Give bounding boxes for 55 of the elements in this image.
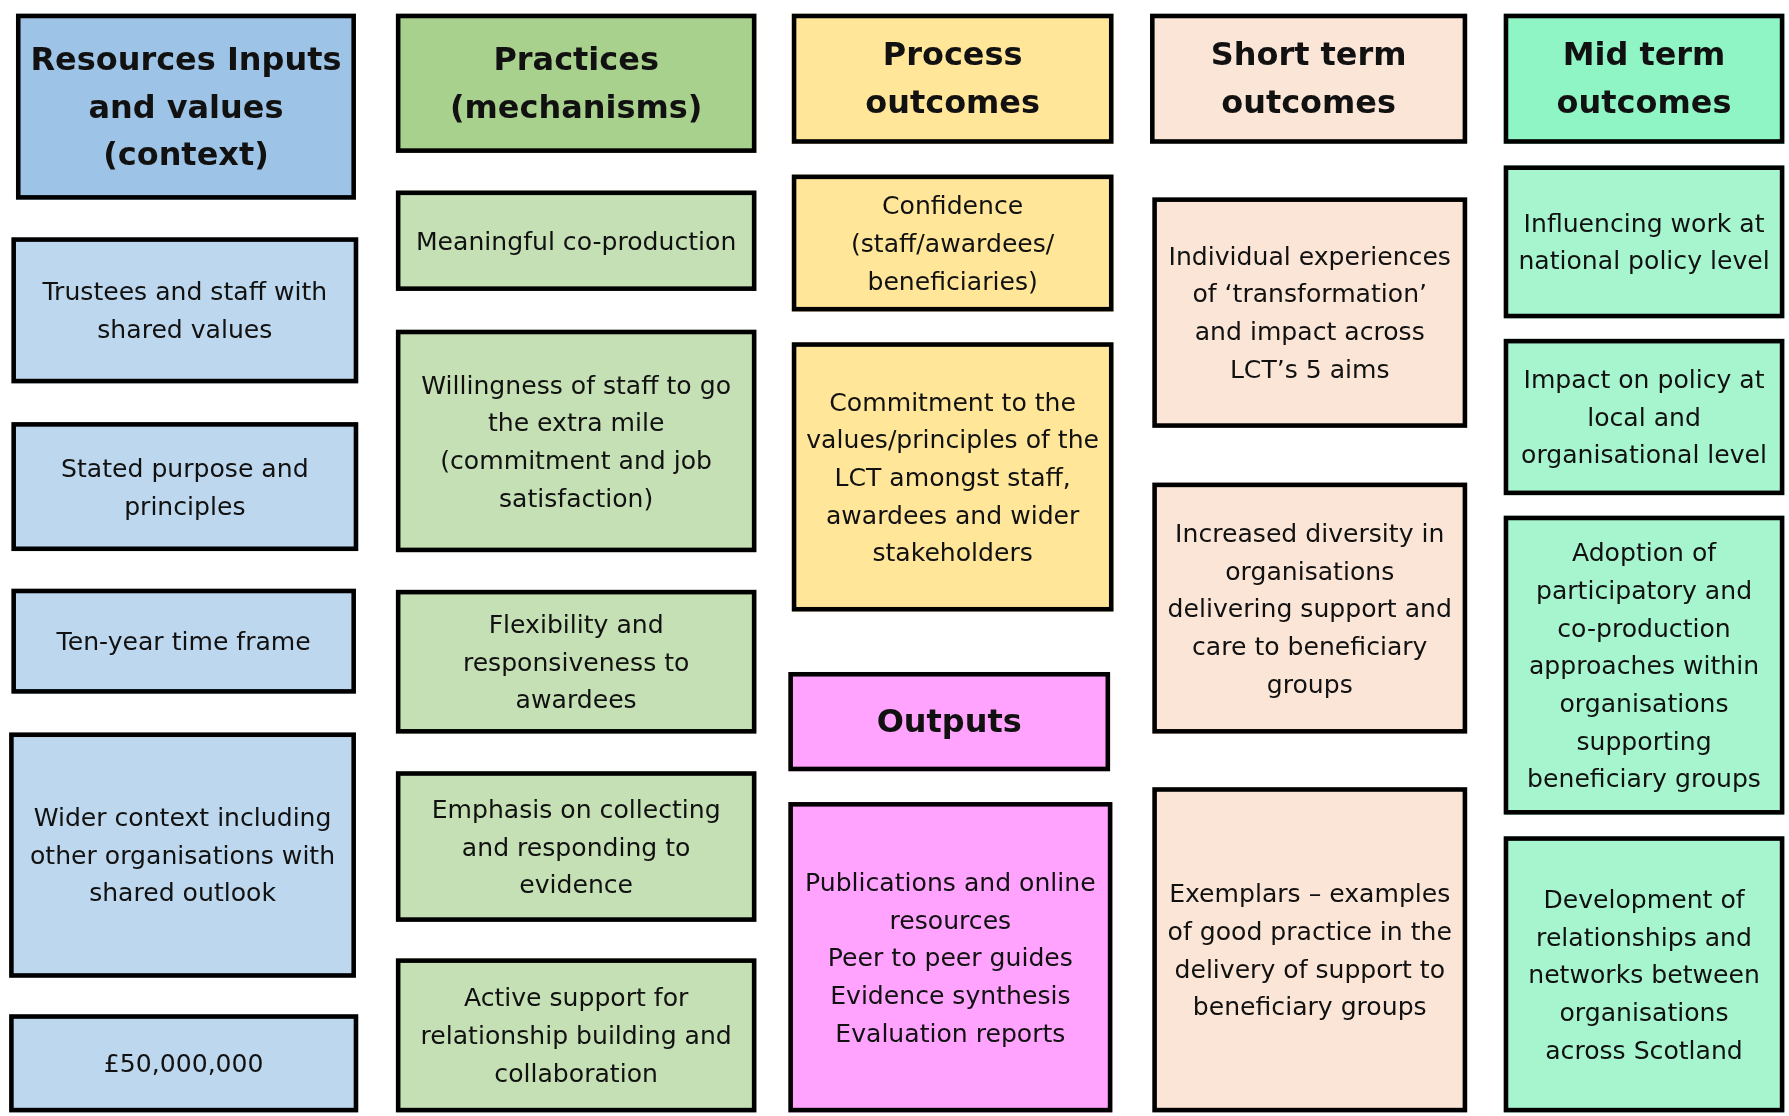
box-text: Peer to peer guides (827, 941, 1073, 974)
box-text: Development of relationships and networks between organisations across Scotland (1527, 883, 1761, 1066)
outcome-box (395, 958, 757, 1113)
outcome-box (1503, 338, 1785, 496)
box-text: Wider context including other organisations with shared outlook (29, 802, 337, 909)
outcome-box (791, 174, 1114, 312)
outcome-box (1503, 836, 1785, 1113)
box-text: Flexibility and responsiveness to awardees (461, 608, 691, 716)
box-text: Exemplars – examples of good practice in the delivery of support to beneficiary groups (1166, 878, 1453, 1023)
box-text: Impact on policy at local and organisational level (1520, 364, 1768, 471)
column-heading: Outputs (876, 701, 1022, 742)
box-text: Adoption of participatory and co-production approaches within organisations supporting beneficiary groups (1526, 536, 1762, 795)
column-heading: Process outcomes (864, 34, 1042, 123)
column-header-box (1503, 13, 1785, 144)
outcome-box (1152, 197, 1468, 428)
box-text: Publications and online resources (804, 866, 1097, 936)
box-text: Emphasis on collecting and responding to evidence (430, 793, 722, 901)
outcome-box (395, 589, 757, 734)
column-header-box (791, 13, 1114, 144)
box-text: £50,000,000 (103, 1048, 264, 1080)
outcome-box (791, 342, 1114, 612)
box-text: Commitment to the values/principles of the LCT amongst staff, awardees and wider stakeholders (805, 386, 1100, 569)
column-heading: Resources Inputs and values (context) (29, 38, 343, 175)
outcome-box (1503, 515, 1785, 815)
box-text: Increased diversity in organisations delivering support and care to beneficiary groups (1166, 517, 1453, 700)
column-heading: Short term outcomes (1209, 34, 1408, 123)
outcome-box (9, 732, 356, 978)
outcome-box (395, 190, 757, 291)
box-text: Meaningful co-production (415, 225, 737, 257)
box-text: Stated purpose and principles (60, 452, 310, 522)
box-text: Willingness of staff to go the extra mile (commitment and job satisfaction) (420, 369, 732, 514)
outcome-box (11, 588, 356, 694)
outcome-box (1152, 787, 1468, 1113)
outcome-box (1152, 482, 1468, 734)
column-heading: Mid term outcomes (1555, 34, 1733, 123)
outcome-box (395, 771, 757, 922)
column-header-box (1150, 13, 1468, 144)
outcome-box (9, 1014, 359, 1113)
box-text: Individual experiences of ‘transformation’ and impact across LCT’s 5 aims (1167, 240, 1452, 386)
box-text: Evidence synthesis (830, 979, 1071, 1012)
outcome-box (11, 422, 359, 552)
column-header-box (788, 672, 1111, 772)
box-text: Ten-year time frame (56, 625, 311, 658)
box-text: Influencing work at national policy level (1517, 207, 1771, 277)
column-header-box (15, 13, 356, 200)
box-text: Trustees and staff with shared values (41, 276, 329, 346)
outcome-box (11, 237, 359, 384)
column-header-box (395, 13, 757, 153)
box-text: Active support for relationship building and collaboration (419, 982, 733, 1090)
outcome-box (1503, 165, 1785, 319)
outcome-box (788, 802, 1113, 1113)
box-text: Evaluation reports (835, 1017, 1066, 1049)
outcome-box (395, 329, 757, 553)
box-text: Confidence (staff/awardees/ beneficiaries) (849, 190, 1056, 297)
column-heading: Practices (mechanisms) (448, 38, 704, 128)
